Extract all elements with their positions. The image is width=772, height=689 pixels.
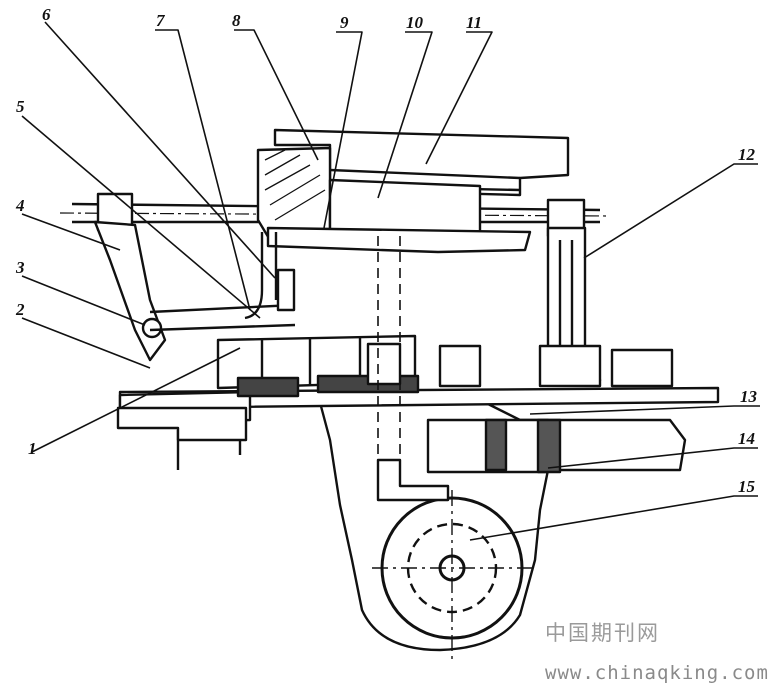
lower-housing <box>316 393 687 652</box>
callout-label-14: 14 <box>738 429 755 448</box>
top-cover <box>273 128 570 197</box>
leader-line-6 <box>44 21 276 279</box>
callout-label-6: 6 <box>42 5 51 24</box>
bearing-block-left <box>236 376 300 398</box>
leader-line-11 <box>425 31 493 165</box>
callout-label-10: 10 <box>406 13 424 32</box>
callout-label-11: 11 <box>466 13 482 32</box>
watermark-url: www.chinaqking.com <box>545 662 769 684</box>
right-block-b <box>538 344 602 388</box>
right-block-a <box>438 344 482 388</box>
cam-spring <box>484 418 508 472</box>
leader-line-7 <box>155 29 251 311</box>
leader-line-15 <box>469 495 758 541</box>
flywheel-centerlines <box>372 490 535 662</box>
callout-label-15: 15 <box>738 477 756 496</box>
lever-arm <box>93 220 167 362</box>
connecting-rod <box>149 303 296 332</box>
watermark-site-name: 中国期刊网 <box>545 621 660 645</box>
right-block-c <box>610 348 674 388</box>
leader-line-1 <box>31 347 241 453</box>
leader-line-8 <box>234 29 319 161</box>
leader-line-10 <box>377 31 433 199</box>
leader-line-13 <box>529 405 760 415</box>
leader-line-5 <box>21 115 261 319</box>
leader-line-12 <box>583 163 758 259</box>
guide-block <box>366 342 402 386</box>
callout-label-13: 13 <box>740 387 758 406</box>
callout-label-1: 1 <box>28 439 37 458</box>
valve-stem <box>244 232 278 320</box>
cam-plate <box>536 418 562 474</box>
leader-line-9 <box>323 31 363 229</box>
callout-label-9: 9 <box>340 13 349 32</box>
vertical-shaft-dashed <box>377 236 401 460</box>
leader-line-3 <box>21 275 146 326</box>
callout-label-4: 4 <box>15 196 25 215</box>
callout-label-2: 2 <box>15 300 25 319</box>
callout-label-7: 7 <box>156 11 166 30</box>
bearing-hatch <box>264 149 326 221</box>
lower-arm <box>376 458 450 502</box>
left-foot <box>116 406 248 442</box>
leader-line-4 <box>21 213 121 251</box>
leader-line-2 <box>21 317 151 369</box>
valve-body <box>276 268 296 312</box>
callout-label-3: 3 <box>15 258 25 277</box>
leader-line-14 <box>547 447 758 469</box>
upper-frame <box>266 226 532 254</box>
callout-label-12: 12 <box>738 145 756 164</box>
lever-pivot <box>141 317 163 339</box>
callout-label-8: 8 <box>232 11 241 30</box>
callout-label-5: 5 <box>16 97 25 116</box>
